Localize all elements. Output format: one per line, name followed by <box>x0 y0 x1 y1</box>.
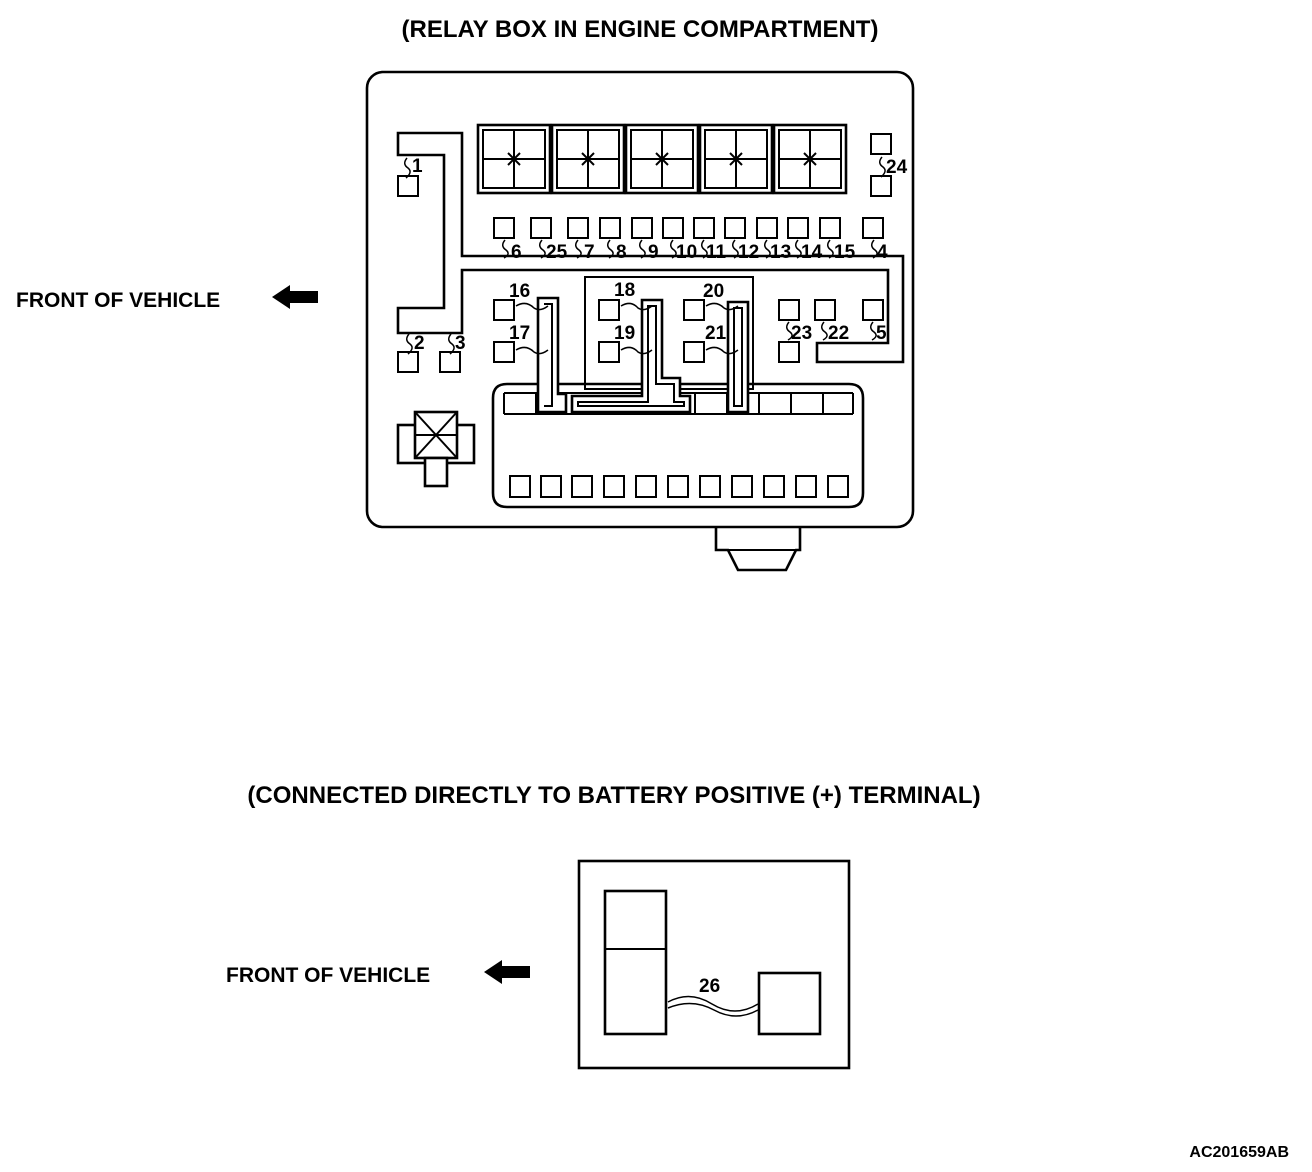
fuse-number: 24 <box>886 157 908 178</box>
fuse-11: 11 <box>693 217 727 263</box>
fuse-25: 25 <box>530 217 568 263</box>
fuse-12: 12 <box>724 217 759 263</box>
relay-box <box>365 70 915 572</box>
fuse-22: 22 <box>814 299 849 344</box>
relay-block <box>476 123 848 195</box>
fuse-number: 26 <box>699 976 720 997</box>
fuse-number: 5 <box>876 323 887 344</box>
fuse-number: 6 <box>511 242 522 263</box>
fuse-24: 24 <box>870 133 908 197</box>
relay-5 <box>772 123 848 195</box>
fuse-number: 16 <box>509 281 530 302</box>
relay-1 <box>476 123 552 195</box>
fuse-number: 10 <box>676 242 697 263</box>
fuse-number: 20 <box>703 281 724 302</box>
fuse-15: 15 <box>819 217 856 263</box>
figure-code: AC201659AB <box>1189 1144 1289 1161</box>
relay-box-title: (RELAY BOX IN ENGINE COMPARTMENT) <box>402 16 879 43</box>
fuse-number: 23 <box>791 323 812 344</box>
fuse-4: 4 <box>862 217 888 263</box>
fuse-number: 3 <box>455 333 466 354</box>
fuse-number: 1 <box>412 156 423 177</box>
fuse-21: 21 <box>683 323 739 363</box>
front-arrow-icon <box>272 285 318 309</box>
fuse-straps <box>536 296 750 414</box>
fuse-number: 18 <box>614 280 635 301</box>
fuse-16: 16 <box>493 281 549 321</box>
front-of-vehicle-label: FRONT OF VEHICLE <box>16 289 220 312</box>
fuse-number: 2 <box>414 333 425 354</box>
fuse-9: 9 <box>631 217 659 263</box>
fuse-number: 21 <box>705 323 727 344</box>
relay-4 <box>698 123 774 195</box>
fuse-number: 14 <box>801 242 823 263</box>
fuse-3: 3 <box>439 333 466 373</box>
fuse-26: 26 <box>699 976 720 997</box>
fuse-17: 17 <box>493 323 549 363</box>
fuse-18: 18 <box>598 280 653 321</box>
fuse-number: 4 <box>877 242 888 263</box>
fuse-14: 14 <box>787 217 823 263</box>
relay-3 <box>624 123 700 195</box>
fuse-19: 19 <box>598 323 653 363</box>
fuse-20: 20 <box>683 281 739 321</box>
fuse-8: 8 <box>599 217 627 263</box>
front-arrow-icon-2 <box>484 960 530 984</box>
fuse-2: 2 <box>397 333 425 373</box>
fuse-1: 1 <box>397 156 423 197</box>
fuse-number: 22 <box>828 323 849 344</box>
fuse-number: 17 <box>509 323 530 344</box>
fuse-number: 12 <box>738 242 759 263</box>
fuse-number: 8 <box>616 242 627 263</box>
fuse-number: 19 <box>614 323 635 344</box>
fuse-number: 15 <box>834 242 856 263</box>
fuse-23: 23 <box>778 299 812 363</box>
fuse-number: 11 <box>706 242 727 263</box>
front-of-vehicle-label-2: FRONT OF VEHICLE <box>226 964 430 987</box>
multi-fuse-block <box>491 382 865 509</box>
relay-2 <box>550 123 626 195</box>
fuse-number: 13 <box>770 242 791 263</box>
fuse-7: 7 <box>567 217 595 263</box>
fuse-5: 5 <box>862 299 887 344</box>
battery-connection-title: (CONNECTED DIRECTLY TO BATTERY POSITIVE … <box>247 782 980 809</box>
left-bracket <box>396 131 905 364</box>
fuse-number: 7 <box>584 242 595 263</box>
fuse-13: 13 <box>756 217 791 263</box>
fuse-6: 6 <box>493 217 522 263</box>
battery-terminal-box: 26 <box>577 859 851 1070</box>
small-relay <box>396 410 476 488</box>
fuse-number: 25 <box>546 242 568 263</box>
fuse-number: 9 <box>648 242 659 263</box>
fuse-10: 10 <box>662 217 697 263</box>
